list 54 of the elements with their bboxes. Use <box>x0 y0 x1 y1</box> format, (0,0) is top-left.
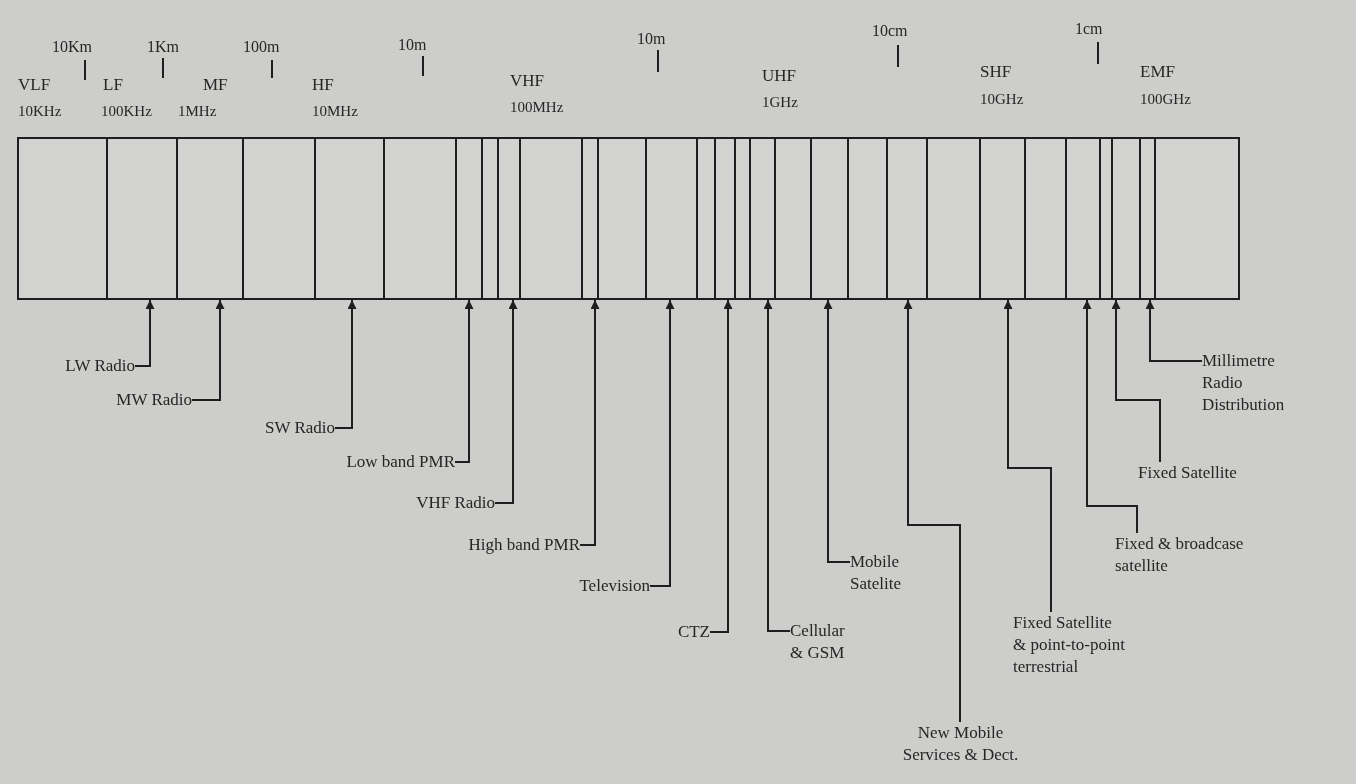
band-label: HF <box>312 76 334 94</box>
frequency-label: 100MHz <box>510 98 564 116</box>
leader-arrow <box>454 299 474 463</box>
wavelength-label: 10Km <box>52 38 92 56</box>
leader-arrow <box>1145 299 1203 362</box>
service-label: LW Radio <box>10 355 135 377</box>
service-label: Cellular & GSM <box>790 620 862 664</box>
service-label: Millimetre Radio Distribution <box>1202 350 1314 416</box>
leader-arrow <box>134 299 155 367</box>
service-label: CTZ <box>620 621 710 643</box>
frequency-label: 1MHz <box>178 102 217 120</box>
wavelength-label: 1Km <box>147 38 179 56</box>
service-label: SW Radio <box>180 417 335 439</box>
band-label: EMF <box>1140 63 1175 81</box>
leader-arrow <box>903 299 961 723</box>
frequency-label: 100GHz <box>1140 90 1191 108</box>
leader-arrow <box>763 299 791 632</box>
wavelength-label: 100m <box>243 38 280 56</box>
service-label: Low band PMR <box>240 451 455 473</box>
service-label: Mobile Satelite <box>850 551 926 595</box>
service-label: High band PMR <box>360 534 580 556</box>
leader-arrow <box>649 299 675 587</box>
leader-arrow <box>191 299 225 401</box>
wavelength-label: 1cm <box>1075 20 1103 38</box>
band-label: LF <box>103 76 123 94</box>
service-label: Fixed & broadcase satellite <box>1115 533 1260 577</box>
service-label: VHF Radio <box>340 492 495 514</box>
leader-arrow <box>823 299 851 563</box>
band-label: VLF <box>18 76 51 94</box>
wavelength-label: 10cm <box>872 22 908 40</box>
frequency-label: 10GHz <box>980 90 1024 108</box>
frequency-label: 10MHz <box>312 102 358 120</box>
spectrum-bar <box>17 137 1240 300</box>
service-label: Fixed Satellite <box>1138 462 1318 484</box>
band-label: SHF <box>980 63 1012 81</box>
band-label: VHF <box>510 72 544 90</box>
leader-arrow <box>494 299 518 504</box>
leader-arrow <box>334 299 357 429</box>
service-label: New Mobile Services & Dect. <box>898 722 1023 766</box>
frequency-label: 10KHz <box>18 102 62 120</box>
wavelength-label: 10m <box>398 36 427 54</box>
leader-arrow <box>1082 299 1138 534</box>
wavelength-label: 10m <box>637 30 666 48</box>
leader-arrow <box>709 299 733 633</box>
service-label: MW Radio <box>40 389 192 411</box>
leader-arrow <box>1003 299 1052 613</box>
frequency-label: 1GHz <box>762 93 798 111</box>
band-label: MF <box>203 76 228 94</box>
leader-arrow <box>579 299 600 546</box>
frequency-label: 100KHz <box>101 102 152 120</box>
service-label: Television <box>500 575 650 597</box>
band-label: UHF <box>762 67 796 85</box>
service-label: Fixed Satellite & point-to-point terrestrial <box>1013 612 1127 678</box>
leader-arrow <box>1111 299 1161 463</box>
